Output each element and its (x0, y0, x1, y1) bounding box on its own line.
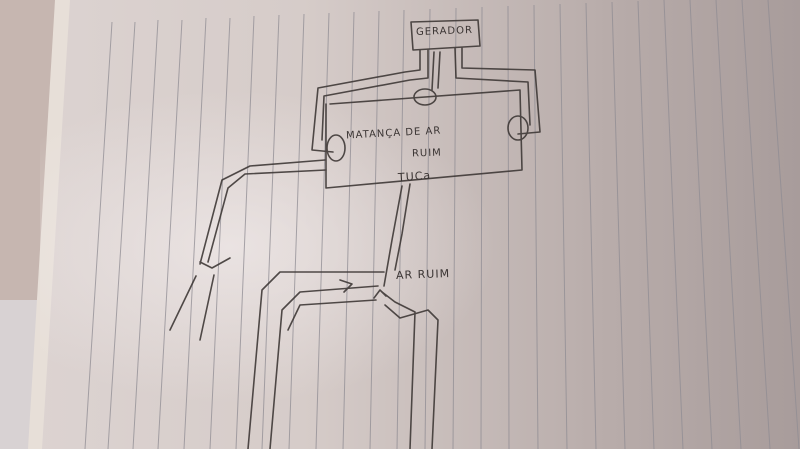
generator-label: GERADOR (415, 25, 474, 38)
chamber-label-line2: RUIM (411, 147, 443, 160)
generator-box (410, 19, 481, 51)
chamber-box (325, 89, 523, 189)
chamber-label-line3: TUCa (397, 168, 432, 185)
ruled-lines (84, 0, 800, 449)
pencil-strokes (169, 19, 541, 449)
bad-air-label: AR RUIM (395, 267, 451, 282)
